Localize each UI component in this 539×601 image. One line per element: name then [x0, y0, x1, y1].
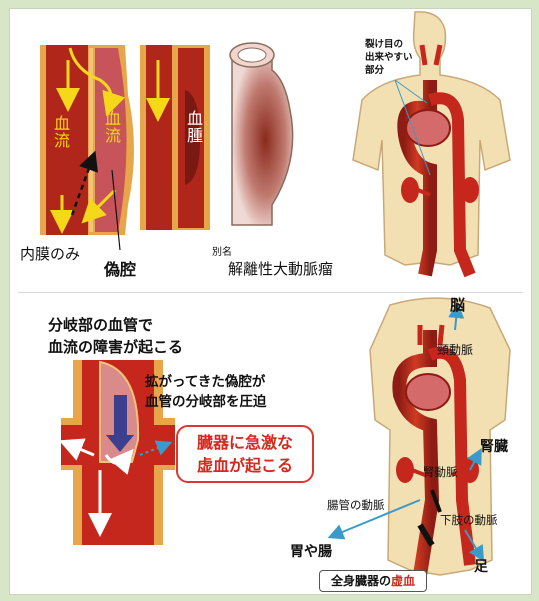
branch-title: 分岐部の血管で 血流の障害が起こる — [48, 314, 183, 358]
blood-flow-label-left: 血流 — [52, 115, 68, 149]
foot-label: 足 — [474, 560, 488, 574]
ischemia-callout: 臓器に急激な 虚血が起こる — [176, 425, 314, 483]
aneurysm-tube-drawing — [230, 43, 293, 225]
tear-note: 裂け目の 出来やすい 部分 — [365, 38, 413, 77]
hematoma-label: 血腫 — [185, 110, 201, 144]
ischemia-callout-line2: 虚血が起こる — [178, 458, 312, 474]
compression-note: 拡がってきた偽腔が 血管の分岐部を圧迫 — [145, 372, 267, 412]
blood-flow-label-right: 血流 — [103, 110, 119, 144]
leg-artery-label: 下肢の動脈 — [440, 515, 498, 527]
lower-torso-illustration — [335, 298, 510, 575]
ischemia-callout-line1: 臓器に急激な — [178, 435, 312, 451]
renal-artery-label: 腎動脈 — [423, 467, 458, 479]
carotid-label: 頸動脈 — [437, 344, 473, 356]
intestinal-artery-label: 腸管の動脈 — [327, 500, 385, 512]
brain-label: 脳 — [450, 298, 465, 313]
summary-pill: 全身臓器の虚血 — [319, 570, 427, 592]
false-lumen-label: 偽腔 — [104, 262, 136, 278]
intima-only-label: 内膜のみ — [20, 247, 80, 262]
kidney-label: 腎臓 — [480, 440, 508, 454]
alias-label: 別名 — [212, 248, 232, 258]
stomach-intestine-label: 胃や腸 — [290, 545, 332, 559]
aneurysm-name-label: 解離性大動脈瘤 — [228, 262, 333, 277]
